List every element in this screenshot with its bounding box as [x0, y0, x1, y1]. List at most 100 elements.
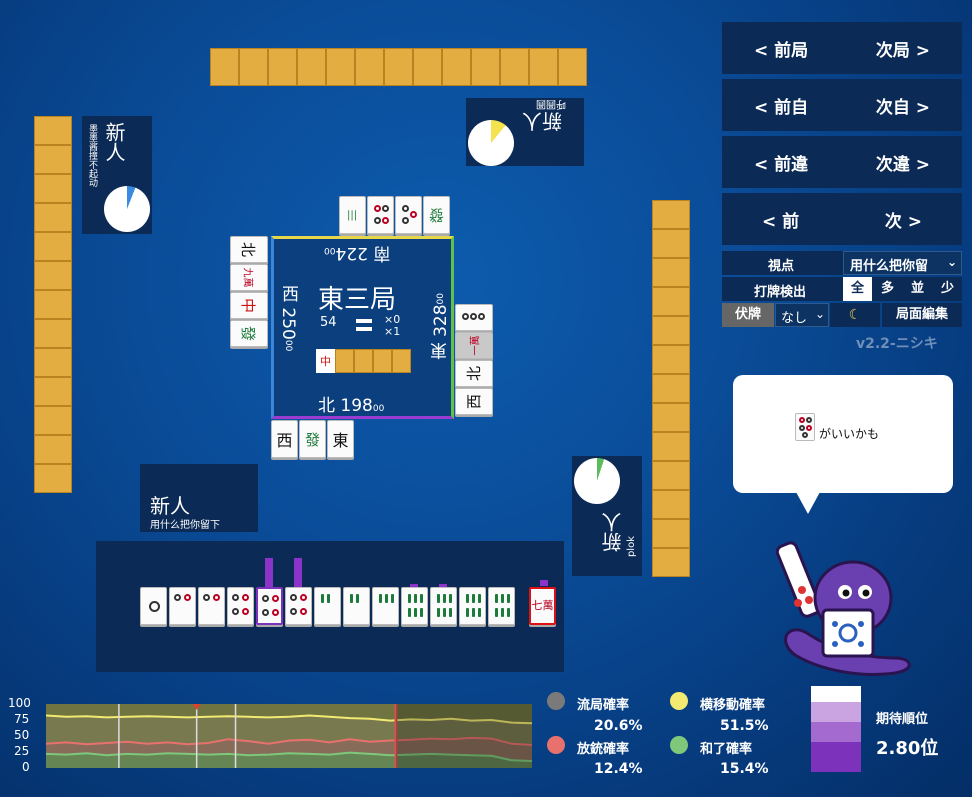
viewpoint-select[interactable]: 用什么把你留 ⌄: [843, 251, 962, 275]
hand-tile[interactable]: [401, 587, 428, 625]
hand-tile[interactable]: [256, 587, 283, 625]
hidden-select[interactable]: なし ⌄: [775, 303, 829, 327]
wall-tile-back: [652, 345, 690, 374]
bamboo-stick: [414, 608, 417, 617]
player-right-panel: 新人 plok: [572, 456, 642, 576]
bamboo-stick: [327, 594, 330, 603]
hand-tile[interactable]: [314, 587, 341, 625]
wall-tile-back: [384, 48, 413, 86]
wall-tile-back: [34, 377, 72, 406]
wall-tile-back: [500, 48, 529, 86]
player-left-sub: 墨墨酱撞不起动: [87, 124, 97, 187]
wall-tile-back: [652, 548, 690, 577]
discard-bottom-tile[interactable]: 西: [271, 420, 298, 458]
expected-rank-bar: [811, 686, 861, 772]
detect-option-all[interactable]: 全: [843, 277, 872, 301]
south-score: 南 22400: [324, 243, 390, 268]
discard-right-tile[interactable]: 北: [455, 360, 493, 387]
bamboo-stick: [449, 608, 452, 617]
wall-tile-back: [34, 203, 72, 232]
next-button[interactable]: 次 >: [884, 211, 922, 232]
discard-left-tile[interactable]: 中: [230, 292, 268, 319]
discard-top-tile[interactable]: [367, 196, 394, 234]
pin-pip: [203, 594, 210, 601]
wall-tile-back: [34, 290, 72, 319]
wall-tile-back: [34, 464, 72, 493]
player-top-sub: 呼圓圓: [536, 98, 566, 109]
next-diff-button[interactable]: 次違 >: [875, 154, 930, 175]
wall-tile-back: [652, 200, 690, 229]
ytick: 100: [8, 696, 31, 710]
prev-self-button[interactable]: < 前自: [754, 97, 809, 118]
prev-button[interactable]: < 前: [762, 211, 800, 232]
prev-diff-button[interactable]: < 前違: [754, 154, 809, 175]
detect-option-many[interactable]: 多: [880, 281, 894, 296]
hand-tile[interactable]: [198, 587, 225, 625]
bamboo-stick: [443, 594, 446, 603]
player-right-name: 新人: [601, 512, 625, 552]
discard-left-tile[interactable]: 九萬: [230, 264, 268, 291]
move-dot-icon: [670, 692, 688, 710]
pin-pip: [232, 608, 239, 615]
probability-chart[interactable]: [46, 704, 532, 768]
ytick: 50: [14, 728, 30, 742]
wall-tile-back: [326, 48, 355, 86]
next-round-button[interactable]: 次局 >: [875, 40, 930, 61]
hand-tile[interactable]: [372, 587, 399, 625]
wall-tile-back: [413, 48, 442, 86]
chevron-down-icon: ⌄: [946, 255, 957, 269]
hand-tile[interactable]: [227, 587, 254, 625]
wall-tile-back: [652, 374, 690, 403]
hand-tile[interactable]: [285, 587, 312, 625]
west-points: 250: [278, 307, 298, 340]
pin-pip: [290, 608, 297, 615]
moon-icon[interactable]: ☾: [830, 303, 880, 327]
discard-top-tile[interactable]: |||: [339, 196, 366, 234]
wall-tile-back: [34, 348, 72, 377]
hand-tile[interactable]: [459, 587, 486, 625]
bamboo-stick: [391, 594, 394, 603]
prev-round-button[interactable]: < 前局: [754, 40, 809, 61]
hand-tile[interactable]: [343, 587, 370, 625]
north-label: 北: [318, 396, 335, 416]
discard-left-tile[interactable]: 發: [230, 320, 268, 347]
hand-tile[interactable]: [140, 587, 167, 625]
pin-pip: [149, 601, 160, 612]
advice-bubble: がいいかも: [733, 375, 953, 493]
deal-line: [46, 736, 532, 746]
detect-option-normal[interactable]: 並: [910, 281, 924, 296]
pin-pip: [272, 609, 279, 616]
bamboo-stick: [495, 594, 498, 603]
advice-text: がいいかも: [819, 427, 880, 441]
discard-right-tile[interactable]: [455, 304, 493, 331]
hand-tile[interactable]: [169, 587, 196, 625]
discard-bottom-tile[interactable]: 東: [327, 420, 354, 458]
east-points: 328: [431, 304, 451, 337]
bamboo-stick: [507, 594, 510, 603]
bamboo-stick: [350, 594, 353, 603]
discard-bottom-tile[interactable]: 發: [299, 420, 326, 458]
discard-left-tile[interactable]: 北: [230, 236, 268, 263]
discard-top-tile[interactable]: [395, 196, 422, 234]
wall-tile-back: [558, 48, 587, 86]
hand-drawn-tile[interactable]: 七萬: [529, 587, 556, 625]
wall-tile-back: [34, 435, 72, 464]
pin-pip: [184, 594, 191, 601]
bamboo-stick: [437, 608, 440, 617]
deal-dot-icon: [547, 736, 565, 754]
next-self-button[interactable]: 次自 >: [875, 97, 930, 118]
riichi-stick-icon: [356, 327, 372, 331]
hand-tile[interactable]: [488, 587, 515, 625]
bamboo-stick: [379, 594, 382, 603]
hand-tile[interactable]: [430, 587, 457, 625]
win-dot-icon: [670, 736, 688, 754]
wall-tile-back: [652, 519, 690, 548]
discard-right-tile[interactable]: 一萬: [455, 332, 493, 359]
discard-right-tile[interactable]: 西: [455, 388, 493, 415]
player-self-panel: 新人 用什么把你留下: [140, 464, 258, 532]
round-nav: < 前局 次局 >: [722, 22, 962, 74]
pin-pip: [232, 594, 239, 601]
detect-option-few[interactable]: 少: [940, 281, 954, 296]
edit-board-button[interactable]: 局面編集: [882, 303, 962, 327]
discard-top-tile[interactable]: 發: [423, 196, 450, 234]
